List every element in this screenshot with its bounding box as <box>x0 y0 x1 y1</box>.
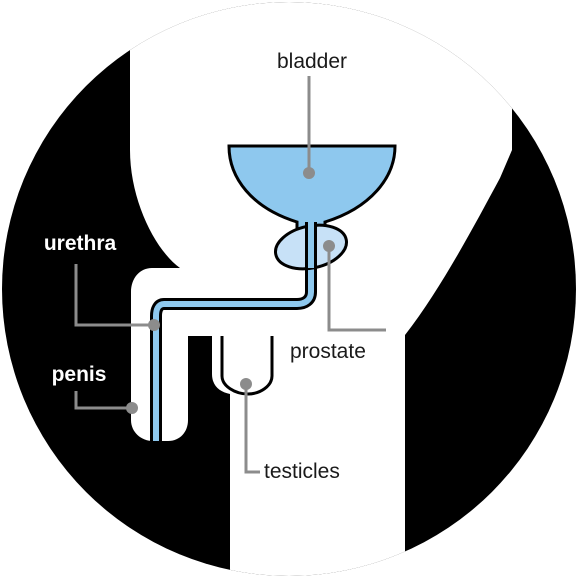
testicles-label: testicles <box>264 460 340 483</box>
testicles-dot <box>240 378 252 390</box>
prostate-label: prostate <box>290 340 366 363</box>
bladder-dot <box>303 167 315 179</box>
urethra-dot <box>148 319 160 331</box>
penis-label: penis <box>52 363 107 386</box>
bladder-label: bladder <box>277 50 347 73</box>
urethra-label: urethra <box>44 232 117 255</box>
penis-dot <box>126 402 138 414</box>
prostate-dot <box>323 240 335 252</box>
